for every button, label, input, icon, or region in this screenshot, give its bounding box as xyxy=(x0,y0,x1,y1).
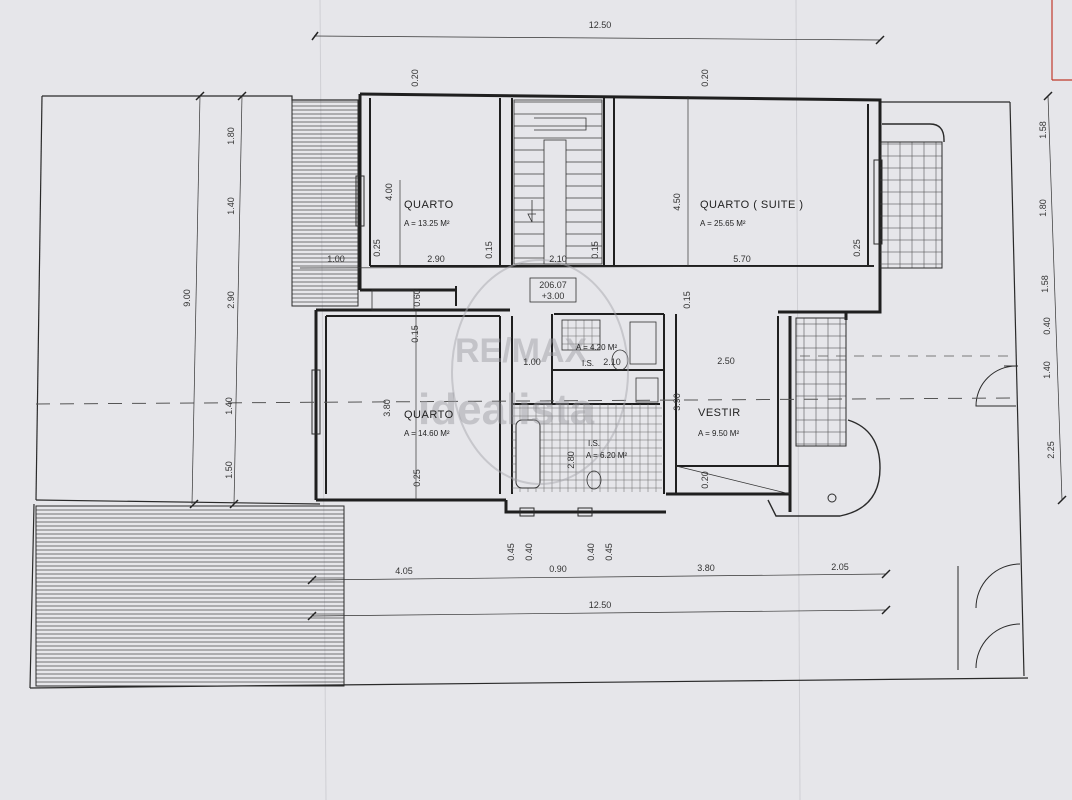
vertical-dimension-labels: 0.20 0.20 9.00 1.80 1.40 2.90 1.40 1.50 … xyxy=(182,69,1056,561)
dim-suite-h: 4.50 xyxy=(672,193,682,211)
dim-b-g: 3.80 xyxy=(697,563,715,573)
dim-top-total: 12.50 xyxy=(589,20,612,30)
dim-b-f: 0.45 xyxy=(604,543,614,561)
dimension-ticks xyxy=(189,31,1067,621)
dim-suite-wr: 0.25 xyxy=(852,239,862,257)
balcony-top-right-rail xyxy=(882,123,945,142)
bathtub xyxy=(515,419,541,489)
dim-b-e: 0.40 xyxy=(586,543,596,561)
watermark-brand2: idealista xyxy=(418,385,595,434)
dim-right-e: 1.40 xyxy=(1042,361,1052,379)
closet-box xyxy=(371,289,415,311)
title-block-border xyxy=(1051,0,1072,81)
entry-doors xyxy=(957,365,1021,670)
room-suite-name: QUARTO ( SUITE ) xyxy=(700,199,804,211)
room-quarto-1-name: QUARTO xyxy=(404,199,454,211)
dim-left-c: 2.90 xyxy=(226,291,236,309)
room-quarto-2-name: QUARTO xyxy=(404,409,454,421)
balcony-middle xyxy=(795,317,847,447)
watermark-brand1: RE/MAX xyxy=(455,332,588,370)
dim-top-wall-left: 0.20 xyxy=(410,69,420,87)
dim-b-h: 2.05 xyxy=(831,562,849,572)
level-box-line1: 206.07 xyxy=(539,280,567,290)
section-line xyxy=(35,397,1015,405)
room-vestir-area: A = 9.50 M² xyxy=(698,429,739,438)
dim-vest-w: 2.50 xyxy=(717,356,735,366)
dim-left-e: 1.50 xyxy=(224,461,234,479)
dim-right-f: 2.25 xyxy=(1046,441,1056,459)
dim-left-stub: 1.00 xyxy=(327,254,345,264)
room-is2-area: A = 6.20 M² xyxy=(586,451,627,460)
balcony-top-right xyxy=(879,141,943,269)
dim-hall-w: 1.00 xyxy=(523,357,541,367)
level-box-line2: +3.00 xyxy=(542,291,565,301)
dim-right-c: 1.58 xyxy=(1040,275,1050,293)
dim-top-wall-right: 0.20 xyxy=(700,69,710,87)
room-suite-area: A = 25.65 M² xyxy=(700,219,746,228)
deck-area xyxy=(35,505,345,687)
room-is1-area: A = 4.20 M² xyxy=(576,343,617,352)
staircase xyxy=(513,99,603,265)
dim-b-d: 0.90 xyxy=(549,564,567,574)
dim-is2-h: 2.80 xyxy=(566,451,576,469)
level-box xyxy=(529,277,577,303)
dim-suite-w: 5.70 xyxy=(733,254,751,264)
dim-right-b: 1.80 xyxy=(1038,199,1048,217)
room-vestir-name: VESTIR xyxy=(698,407,741,419)
dim-vest-wb: 0.20 xyxy=(700,471,710,489)
room-quarto-2-area: A = 14.60 M² xyxy=(404,429,450,438)
dim-r1-w: 2.90 xyxy=(427,254,445,264)
dim-stair-w: 2.10 xyxy=(549,254,567,264)
dim-left-d: 1.40 xyxy=(224,397,234,415)
toilet-is2 xyxy=(586,470,602,490)
dim-r1-wr: 0.15 xyxy=(484,241,494,259)
room-is2-name: I.S. xyxy=(588,439,600,448)
dim-vest-h: 3.90 xyxy=(672,393,682,411)
dim-left-b: 1.40 xyxy=(226,197,236,215)
dim-q2-wb: 0.25 xyxy=(412,469,422,487)
site-outline xyxy=(29,95,1029,689)
dim-is1-w: 2.10 xyxy=(603,357,621,367)
steps-left xyxy=(291,99,359,307)
dimension-lines xyxy=(191,35,1063,617)
dim-left-a: 1.80 xyxy=(226,127,236,145)
dim-hall-a: 0.60 xyxy=(412,289,422,307)
dim-r1-wl: 0.25 xyxy=(372,239,382,257)
dim-r1-h: 4.00 xyxy=(384,183,394,201)
dim-b-b: 0.45 xyxy=(506,543,516,561)
shower-is1 xyxy=(561,319,601,351)
balcony-post xyxy=(827,493,837,503)
watermark: RE/MAX idealista xyxy=(418,259,629,485)
dim-b-c: 0.40 xyxy=(524,543,534,561)
dim-hall-c: 0.15 xyxy=(682,291,692,309)
round-balcony xyxy=(767,419,881,517)
dim-hall-b: 0.15 xyxy=(410,325,420,343)
sink-is1 xyxy=(629,321,657,365)
sink-is2 xyxy=(635,377,659,403)
windows xyxy=(311,159,883,517)
room-is1-name: I.S. xyxy=(582,359,594,368)
dim-q2-h: 3.80 xyxy=(382,399,392,417)
dim-left-total: 9.00 xyxy=(182,289,192,307)
dim-bottom-total: 12.50 xyxy=(589,600,612,610)
dim-right-d: 0.40 xyxy=(1042,317,1052,335)
dim-b-a: 4.05 xyxy=(395,566,413,576)
room-quarto-1-area: A = 13.25 M² xyxy=(404,219,450,228)
wardrobe-diagonal xyxy=(675,465,791,495)
dim-stair-wr: 0.15 xyxy=(590,241,600,259)
dim-right-a: 1.58 xyxy=(1038,121,1048,139)
